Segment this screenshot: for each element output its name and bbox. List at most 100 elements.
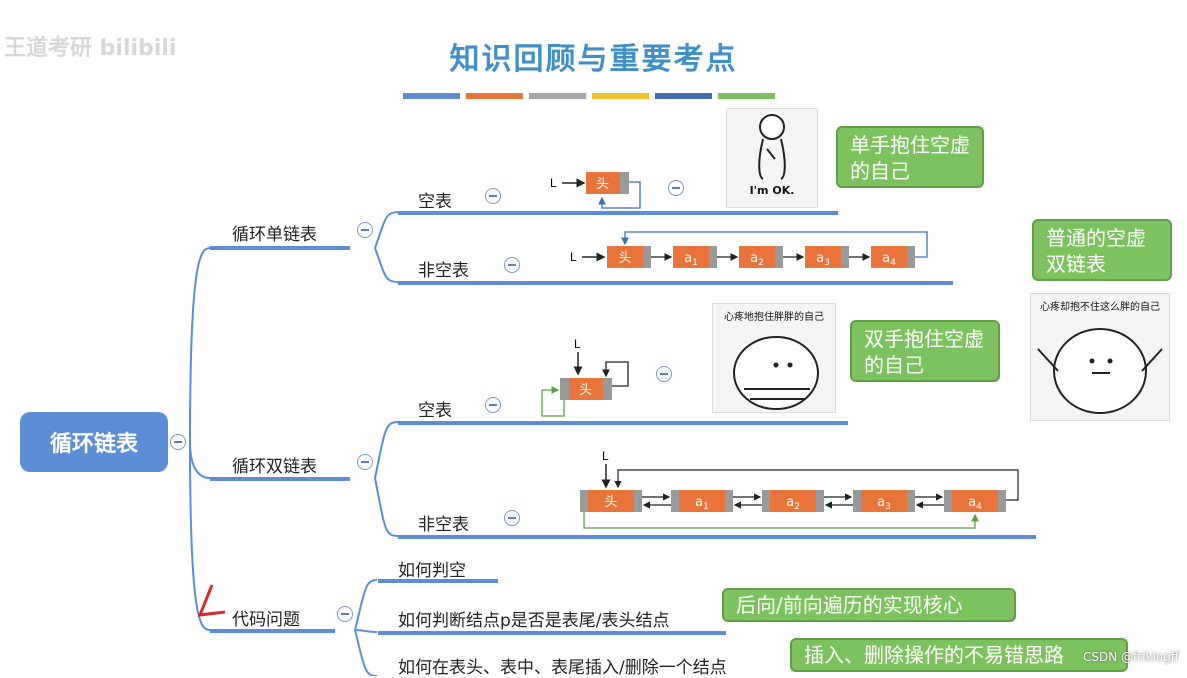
branch-code-underline xyxy=(210,629,335,633)
callout-double-empty: 双手抱住空虚的自己 xyxy=(850,320,1000,382)
branch-single-label: 循环单链表 xyxy=(232,225,317,245)
meme-ok-image: I'm OK. xyxy=(726,108,818,208)
list-node xyxy=(679,490,725,512)
stick-figure-icon xyxy=(758,114,786,180)
collapse-double-empty-diagram-icon[interactable] xyxy=(656,366,672,382)
pointer-l-text: L xyxy=(570,250,577,264)
double-empty-underline xyxy=(398,421,848,425)
node-pointer-field xyxy=(907,246,915,268)
double-empty-diagram: L 头 xyxy=(541,338,629,417)
double-empty-label: 空表 xyxy=(418,401,452,421)
node-next-field xyxy=(998,490,1006,512)
collapse-double-empty-icon[interactable] xyxy=(485,397,501,413)
circular-next-arrow xyxy=(614,469,1019,501)
collapse-single-icon[interactable] xyxy=(357,222,373,238)
branch-code-label: 代码问题 xyxy=(232,610,300,630)
node-next-field xyxy=(634,490,642,512)
blob-hug-icon xyxy=(733,336,819,410)
list-node xyxy=(861,490,907,512)
csdn-watermark: CSDN @friklogff xyxy=(1082,650,1179,664)
blob-arms-out-icon xyxy=(1037,328,1163,414)
code-item-empty-check: 如何判空 xyxy=(398,561,466,581)
node-next-field xyxy=(816,490,824,512)
title-bar-segment xyxy=(529,93,586,99)
pointer-l-text: L xyxy=(574,338,581,351)
collapse-double-nonempty-icon[interactable] xyxy=(504,510,520,526)
callout-insert-delete: 插入、删除操作的不易错思路 xyxy=(790,638,1128,672)
head-node-text: 头 xyxy=(596,177,609,192)
collapse-double-icon[interactable] xyxy=(357,454,373,470)
node-pointer-field xyxy=(841,246,849,268)
double-nonempty-label: 非空表 xyxy=(418,515,469,535)
single-nonempty-underline xyxy=(398,281,953,285)
collapse-single-empty-diagram-icon[interactable] xyxy=(668,180,684,196)
pointer-l-text: L xyxy=(550,176,557,190)
collapse-single-nonempty-icon[interactable] xyxy=(504,257,520,273)
collapse-code-icon[interactable] xyxy=(337,606,353,622)
single-empty-diagram: L 头 xyxy=(550,172,641,209)
list-node xyxy=(952,490,998,512)
list-node xyxy=(673,246,709,268)
node-prior-field xyxy=(944,490,952,512)
node-prior-field xyxy=(762,490,770,512)
node-subscript: 3 xyxy=(885,502,891,512)
pointer-l-text: L xyxy=(602,449,609,463)
root-label: 循环链表 xyxy=(49,432,138,457)
title-color-bar xyxy=(403,93,775,99)
meme-hug-image: 心疼地抱住胖胖的自己 xyxy=(712,303,836,413)
node-next-field xyxy=(907,490,915,512)
single-nonempty-label: 非空表 xyxy=(418,261,469,281)
collapse-root-icon[interactable] xyxy=(170,434,186,450)
title-bar-segment xyxy=(466,93,523,99)
callout-single-empty: 单手抱住空虚的自己 xyxy=(836,126,984,188)
node-subscript: 1 xyxy=(703,502,709,512)
list-node xyxy=(770,490,816,512)
list-node xyxy=(871,246,907,268)
circular-return-arrow xyxy=(621,231,928,258)
meme-hug-caption: 心疼地抱住胖胖的自己 xyxy=(724,312,824,323)
head-node-text: 头 xyxy=(618,251,631,266)
node-subscript: 2 xyxy=(758,258,764,268)
node-pointer-field xyxy=(775,246,783,268)
code-item-tail-check: 如何判断结点p是否是表尾/表头结点 xyxy=(398,611,670,631)
list-node xyxy=(739,246,775,268)
node-prior-field xyxy=(580,490,588,512)
title-bar-segment xyxy=(718,93,775,99)
collapse-single-empty-icon[interactable] xyxy=(485,188,501,204)
meme-cant-hug-image: 心疼却抱不住这么胖的自己 xyxy=(1030,293,1170,421)
list-node xyxy=(805,246,841,268)
node-pointer-field xyxy=(643,246,651,268)
head-node xyxy=(607,246,643,268)
node-subscript: 3 xyxy=(824,258,830,268)
meme-ok-caption: I'm OK. xyxy=(749,184,795,197)
single-empty-label: 空表 xyxy=(418,192,452,212)
branch-double-label: 循环双链表 xyxy=(232,457,317,477)
callout-check-tail: 后向/前向遍历的实现核心 xyxy=(722,588,1016,622)
meme-cant-hug-caption: 心疼却抱不住这么胖的自己 xyxy=(1040,302,1160,313)
double-nonempty-underline xyxy=(398,535,1036,539)
node-subscript: 4 xyxy=(890,258,896,268)
callout-single-nonempty: 普通的空虚双链表 xyxy=(1032,219,1172,281)
head-node-text: 头 xyxy=(604,495,617,510)
root-node[interactable]: 循环链表 xyxy=(20,412,168,472)
branch-double-underline xyxy=(210,477,350,481)
node-prior-field xyxy=(671,490,679,512)
branch-single-underline xyxy=(210,246,350,250)
code-item-underline xyxy=(378,631,726,635)
title-bar-segment xyxy=(403,93,460,99)
page-title: 知识回顾与重要考点 xyxy=(449,42,738,77)
code-item-underline xyxy=(378,579,498,583)
head-node xyxy=(588,490,634,512)
single-empty-underline xyxy=(398,211,838,215)
watermark-logo: 王道考研 bilibili xyxy=(4,36,177,61)
title-bar-segment xyxy=(592,93,649,99)
node-next-field xyxy=(725,490,733,512)
title-bar-segment xyxy=(655,93,712,99)
node-subscript: 4 xyxy=(976,502,982,512)
node-subscript: 1 xyxy=(692,258,698,268)
circular-prior-arrow xyxy=(583,512,979,529)
head-node-text: 头 xyxy=(579,383,592,398)
